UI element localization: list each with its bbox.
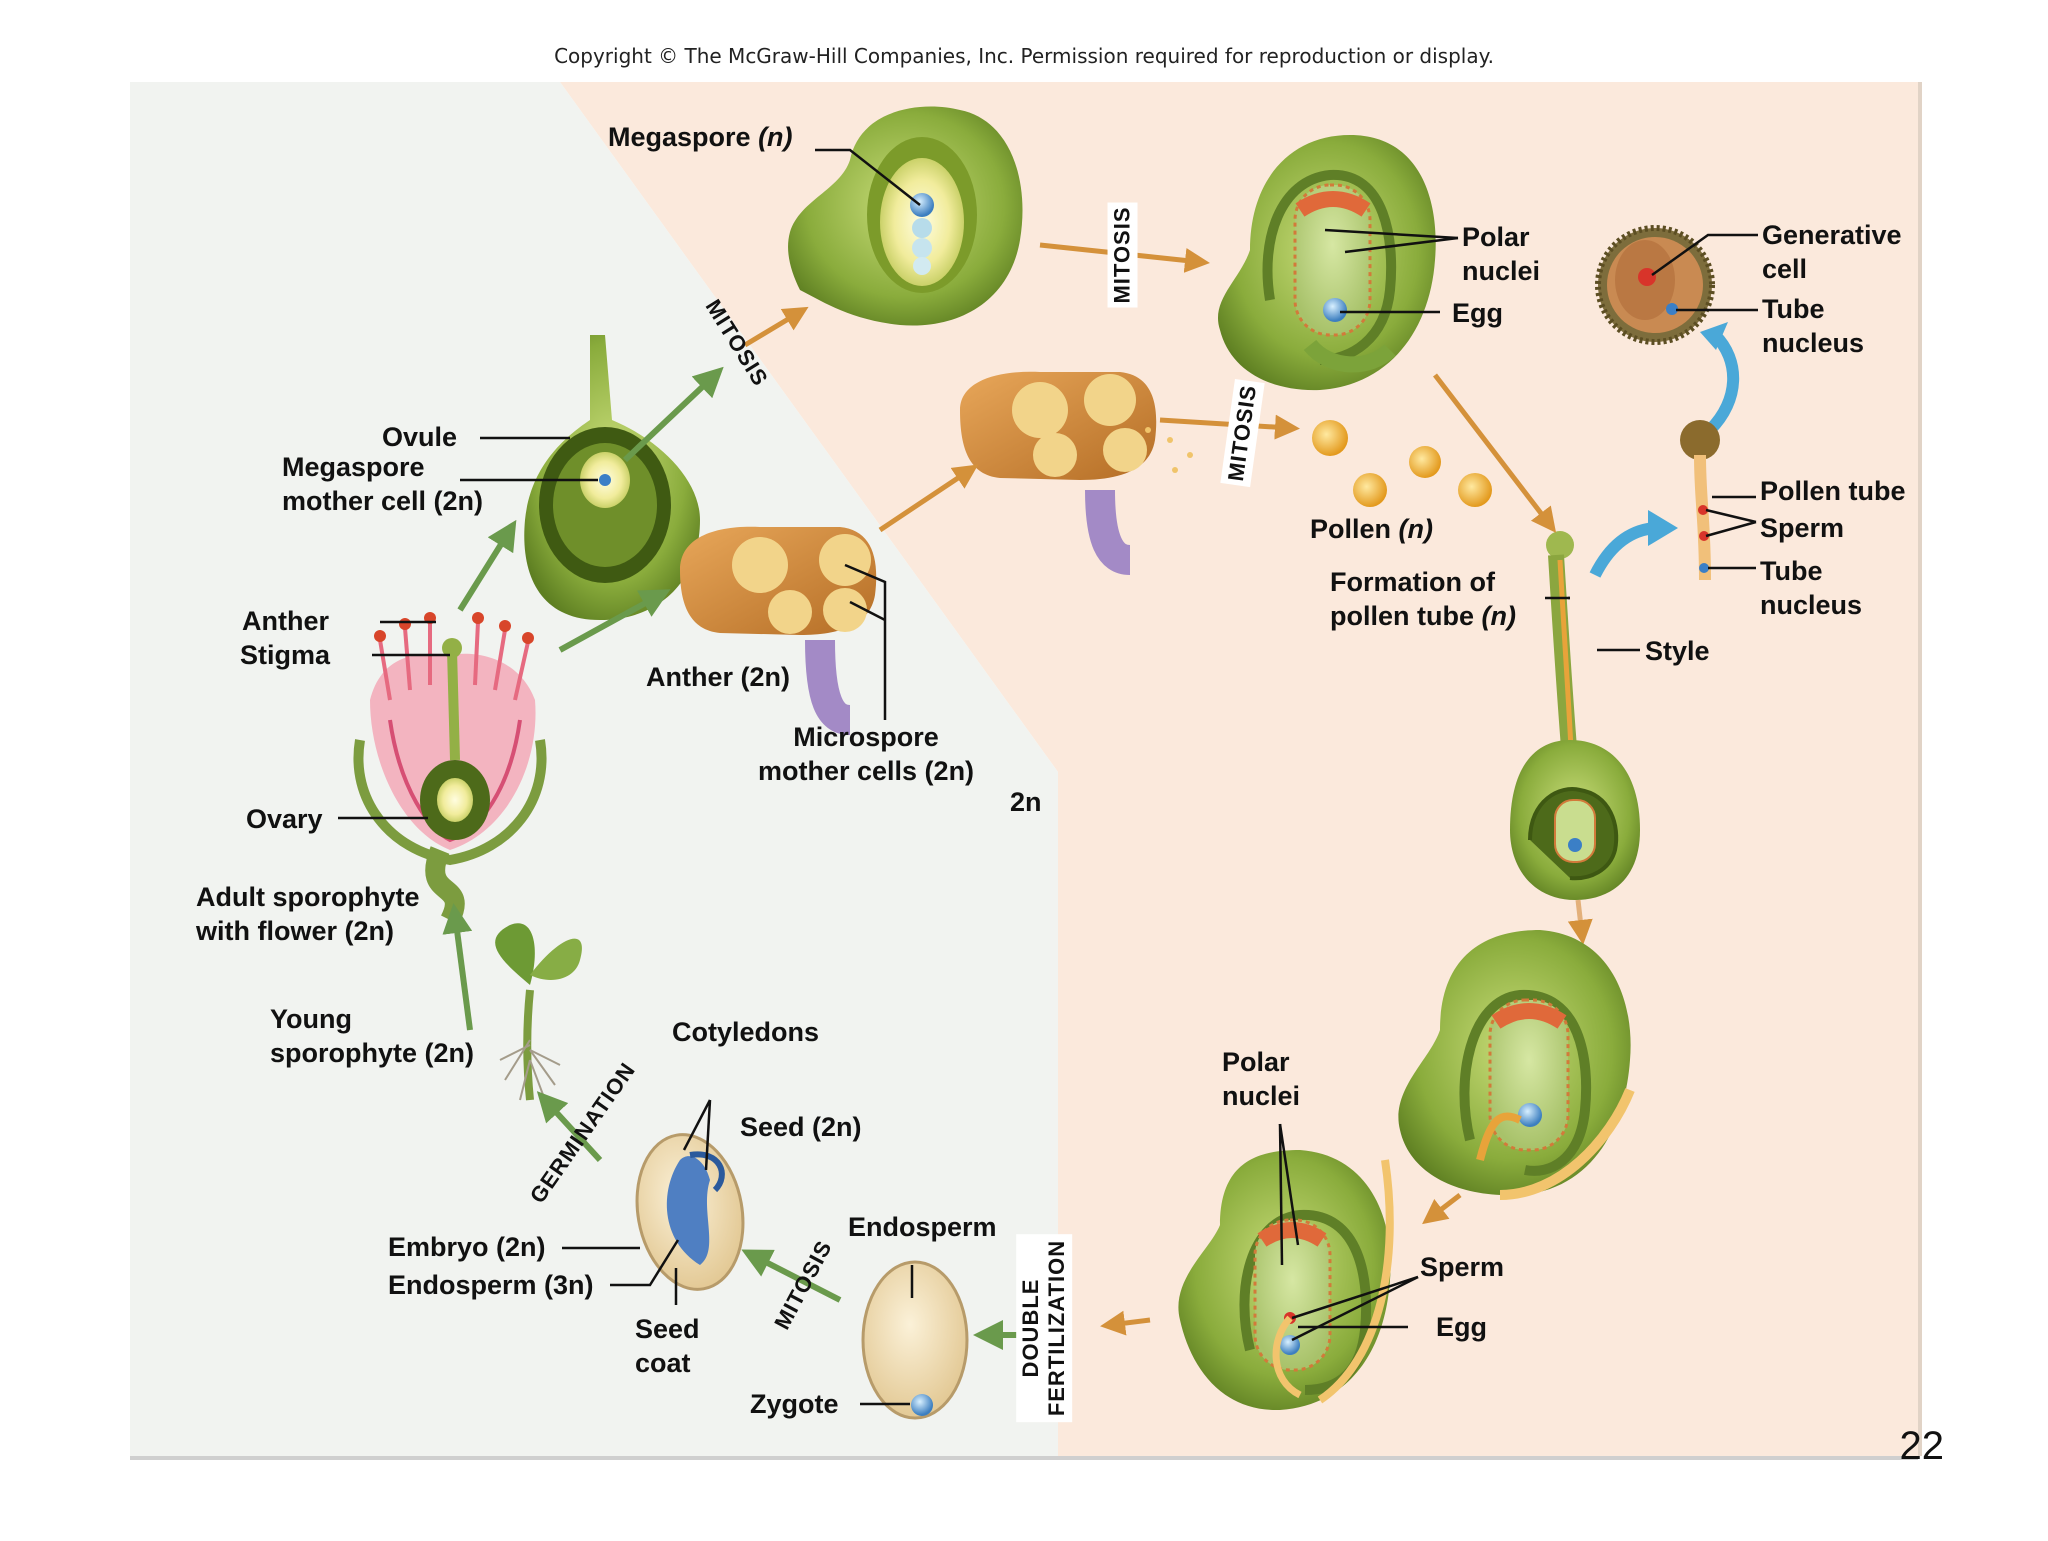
style-label: Style — [1645, 636, 1710, 666]
adult-text-2: with flower (2n) — [196, 916, 394, 946]
formation-line-2: pollen tube (n) — [1330, 599, 1516, 633]
seed-drawing — [635, 1133, 745, 1291]
pollen-tube-drawing — [1680, 420, 1720, 581]
microspore-text-2: mother cells (2n) — [758, 756, 975, 786]
ovule-label: Ovule — [382, 422, 458, 452]
egg-label: Egg — [1452, 298, 1503, 328]
double-fertilization-ovule — [1178, 1150, 1394, 1411]
tube-nucleus2-text-1: Tube — [1760, 556, 1823, 586]
polar-nuclei-bottom-label: Polar nuclei — [1222, 1045, 1300, 1113]
formation-pollen-tube-label: Formation of pollen tube (n) — [1330, 565, 1516, 633]
tube-nucleus2-text-2: nucleus — [1760, 590, 1863, 620]
stigma-label: Stigma — [240, 640, 331, 670]
ovary-drawing — [524, 335, 700, 620]
generative-text-1: Generative — [1762, 220, 1902, 250]
ploidy-2n-label: 2n — [1010, 787, 1042, 817]
label-leader-lines — [338, 148, 1758, 1406]
tube-nucleus-text-1: Tube — [1762, 294, 1825, 324]
tube-nucleus-label: Tube nucleus — [1762, 292, 1864, 360]
pollen-grain — [1595, 225, 1715, 345]
endosperm-zygote-drawing — [861, 1260, 969, 1420]
egg-bottom-label: Egg — [1436, 1312, 1487, 1342]
megaspore-ovule — [788, 106, 1023, 326]
seed-coat-text-2: coat — [635, 1348, 691, 1378]
cotyledons-label: Cotyledons — [672, 1017, 820, 1047]
megaspore-ploidy: (n) — [758, 122, 793, 152]
pistil-drawing — [1510, 531, 1640, 900]
pollen-tube-label: Pollen tube — [1760, 476, 1906, 506]
megaspore-mother-text-1: Megaspore — [282, 452, 425, 482]
pollen-ploidy: (n) — [1398, 514, 1434, 544]
copyright-notice: Copyright © The McGraw-Hill Companies, I… — [554, 44, 1494, 68]
anther-2n-label: Anther (2n) — [646, 662, 790, 692]
generative-cell-label: Generative cell — [1762, 218, 1902, 286]
megaspore-mother-cell-label: Megaspore mother cell (2n) — [282, 450, 483, 518]
pollen-text: Pollen — [1310, 514, 1392, 544]
young-sporophyte-label: Young sporophyte (2n) — [270, 1002, 474, 1070]
formation-text-2: pollen tube — [1330, 601, 1474, 631]
pollen-label: Pollen (n) — [1310, 512, 1433, 546]
tube-nucleus-label-2: Tube nucleus — [1760, 554, 1862, 622]
anther-cross-section — [680, 526, 877, 735]
sporophyte-background — [130, 82, 1058, 1456]
anther-pollen-release — [960, 371, 1193, 575]
ovary-label: Ovary — [246, 804, 323, 834]
sperm-bottom-label: Sperm — [1420, 1252, 1505, 1282]
fertilization-ovule — [1398, 930, 1635, 1200]
green-arrows — [442, 366, 1020, 1350]
adult-text-1: Adult sporophyte — [196, 882, 420, 912]
page-number: 22 — [1899, 1424, 1945, 1468]
megaspore-label: Megaspore (n) — [608, 120, 793, 154]
double-fertilization-label: DOUBLE FERTILIZATION — [1016, 1233, 1073, 1423]
fertilization-label: FERTILIZATION — [1044, 1239, 1070, 1417]
anther-label: Anther — [242, 606, 329, 636]
young-text-1: Young — [270, 1004, 352, 1034]
formation-text-1: Formation of — [1330, 567, 1495, 597]
embryo-sac-ovule — [1217, 135, 1436, 391]
sperm-label: Sperm — [1760, 513, 1845, 543]
seedling-drawing — [495, 923, 582, 1101]
endosperm-label: Endosperm — [848, 1212, 997, 1242]
polar-nuclei-text-2: nuclei — [1462, 256, 1541, 286]
polar-nuclei-label: Polar nuclei — [1462, 220, 1540, 288]
megaspore-text: Megaspore — [608, 122, 751, 152]
microspore-text-1: Microspore — [793, 722, 939, 752]
generative-text-2: cell — [1762, 254, 1808, 284]
polar-bottom-text-1: Polar — [1222, 1047, 1290, 1077]
formation-ploidy: (n) — [1481, 601, 1516, 631]
megaspore-mother-text-2: mother cell (2n) — [282, 486, 484, 516]
zygote-label: Zygote — [750, 1389, 839, 1419]
seed-coat-label: Seed coat — [635, 1312, 700, 1380]
double-label: DOUBLE — [1018, 1278, 1044, 1378]
young-text-2: sporophyte (2n) — [270, 1038, 475, 1068]
pollen-grains — [1312, 420, 1492, 507]
embryo-label: Embryo (2n) — [388, 1232, 546, 1262]
polar-nuclei-text-1: Polar — [1462, 222, 1530, 252]
microspore-mother-cells-label: Microspore mother cells (2n) — [758, 720, 974, 788]
polar-bottom-text-2: nuclei — [1222, 1081, 1301, 1111]
seed-label: Seed (2n) — [740, 1112, 862, 1142]
seed-coat-text-1: Seed — [635, 1314, 700, 1344]
adult-sporophyte-label: Adult sporophyte with flower (2n) — [196, 880, 420, 948]
mitosis-label-2: MITOSIS — [1107, 202, 1138, 308]
endosperm-3n-label: Endosperm (3n) — [388, 1270, 594, 1300]
tube-nucleus-text-2: nucleus — [1762, 328, 1865, 358]
